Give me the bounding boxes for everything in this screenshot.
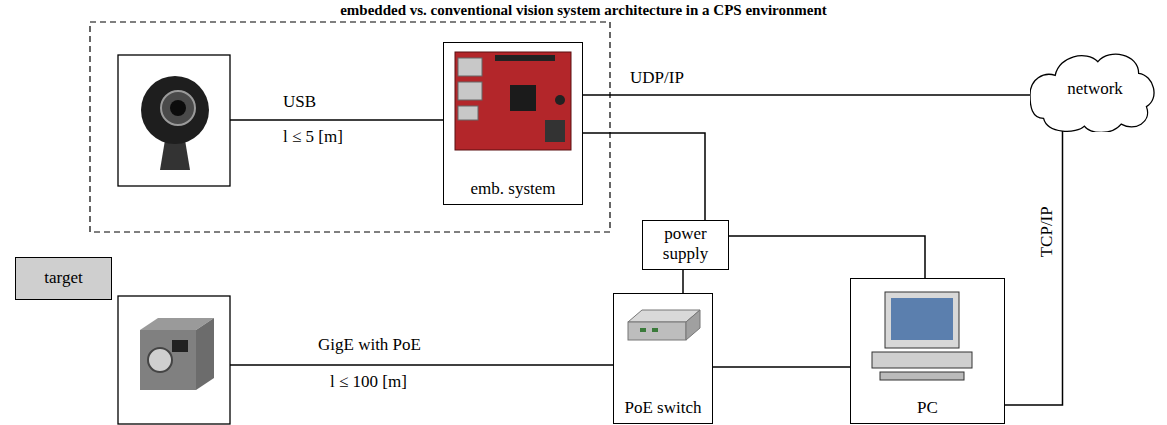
camera-box [118,55,230,186]
interface-name: USB [283,92,316,112]
gige-wire [230,364,613,366]
node-label: emb. system [471,179,556,199]
usb-wire [230,119,443,121]
connector-line [583,133,705,220]
board-chip [510,85,536,111]
camera-stand [160,140,190,170]
node-label: target [44,268,82,288]
network-cloud: network [1030,48,1160,132]
connector-line [583,94,1031,96]
switch-led [640,328,646,332]
board-port [458,82,482,100]
board-pcb [455,52,571,150]
pc-base [872,352,972,368]
node-label: PC [917,398,938,418]
target-box: target [15,257,112,300]
gige-camera-side [196,318,214,390]
interface-name: GigE with PoE [318,335,421,355]
webcam-body [141,76,209,144]
connector-line [729,236,925,278]
board-header [545,120,565,142]
cable-length: l ≤ 5 [m] [283,127,343,147]
webcam-ring [161,91,195,125]
cloud-shape [1030,54,1154,132]
board-jack [555,95,565,105]
pc-monitor [885,292,959,348]
gige-port [172,340,188,352]
gige-camera-lens [148,348,172,372]
embedded-group-outline [90,22,610,232]
connector-label: TCP/IP [1036,206,1056,257]
camera-box [118,296,230,424]
switch-led [652,328,658,332]
board-port [458,106,478,120]
cable-length: l ≤ 100 [m] [330,372,407,392]
node-label: PoE switch [625,398,702,418]
connector-line [682,270,684,293]
board-port [458,58,482,76]
embedded-system-box: emb. system [443,42,583,205]
switch-front [628,322,686,340]
connector-line [1005,131,1063,405]
pc-box: PC [850,278,1005,424]
connector-label: UDP/IP [630,68,684,88]
node-label: network [1067,79,1123,99]
pc-keyboard [880,372,964,380]
node-label: power supply [647,224,724,263]
gige-camera-front [140,330,196,390]
power-supply-box: power supply [642,220,729,270]
webcam-lens [170,100,186,116]
diagram-title: embedded vs. conventional vision system … [0,2,1167,19]
poe-switch-box: PoE switch [613,293,713,424]
pc-screen [891,298,953,340]
connector-line [713,366,850,368]
switch-side [686,310,700,340]
board-header [495,55,555,61]
